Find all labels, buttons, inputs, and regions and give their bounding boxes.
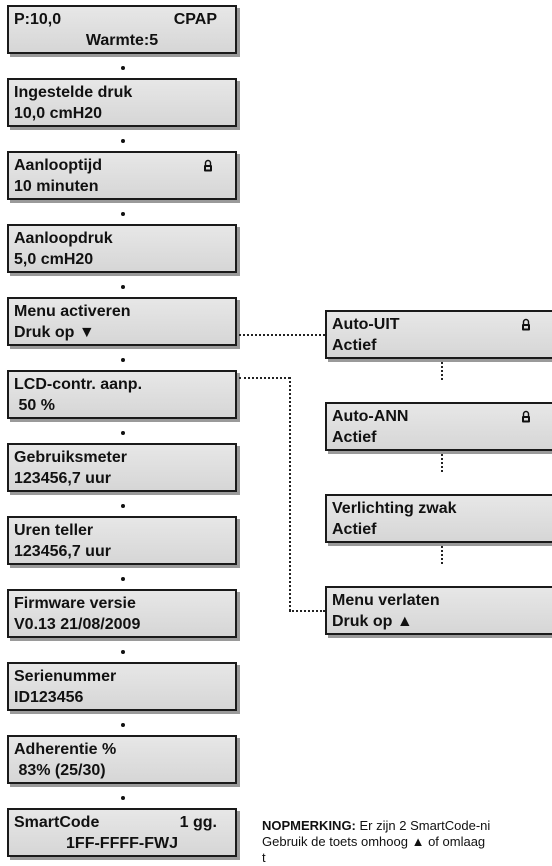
screen-value: Druk op ▼ — [14, 324, 95, 341]
connector-menu-to-submenu — [239, 334, 325, 336]
connector-sub-v — [441, 358, 443, 380]
lock-icon — [522, 318, 530, 331]
screen-value: 1FF-FFFF-FWJ — [66, 835, 178, 852]
note-line3: t — [262, 850, 266, 865]
screen-smartcode-days: 1 gg. — [179, 814, 217, 831]
screen-value: Actief — [332, 521, 377, 538]
screen-serienummer: Serienummer ID123456 — [7, 662, 237, 711]
screen-value: 10,0 cmH20 — [14, 105, 103, 122]
screen-menu-verlaten: Menu verlaten Druk op ▲ — [325, 586, 552, 635]
screen-verlichting-zwak: Verlichting zwak Actief — [325, 494, 552, 543]
screen-ingestelde-druk: Ingestelde druk 10,0 cmH20 — [7, 78, 237, 127]
screen-title: Ingestelde druk — [14, 84, 133, 101]
screen-status-mode: CPAP — [173, 11, 217, 28]
screen-title: Firmware versie — [14, 595, 136, 612]
connector-dot — [121, 723, 125, 727]
screen-value: 10 minuten — [14, 178, 99, 195]
connector-sub-v — [441, 450, 443, 472]
screen-value: V0.13 21/08/2009 — [14, 616, 141, 633]
note-line1: NOPMERKING: Er zijn 2 SmartCode-ni — [262, 818, 552, 834]
screen-title: Auto-UIT — [332, 316, 400, 333]
screen-title: Aanloopdruk — [14, 230, 113, 247]
screen-value: 123456,7 uur — [14, 470, 111, 487]
screen-value: 50 % — [14, 397, 55, 414]
screen-title: Menu verlaten — [332, 592, 440, 609]
screen-firmware-versie: Firmware versie V0.13 21/08/2009 — [7, 589, 237, 638]
lock-icon — [522, 410, 530, 423]
screen-status-line2: Warmte:5 — [85, 32, 159, 49]
screen-value: 123456,7 uur — [14, 543, 111, 560]
screen-value: 5,0 cmH20 — [14, 251, 94, 268]
screen-title: Verlichting zwak — [332, 500, 457, 517]
screen-value: 83% (25/30) — [14, 762, 106, 779]
screen-value: Actief — [332, 337, 377, 354]
connector-lcd-contrast-h — [239, 377, 290, 379]
connector-dot — [121, 66, 125, 70]
note-label: NOPMERKING: — [262, 818, 356, 833]
connector-dot — [121, 358, 125, 362]
screen-title: LCD-contr. aanp. — [14, 376, 143, 393]
connector-dot — [121, 650, 125, 654]
screen-title: Adherentie % — [14, 741, 117, 758]
connector-dot — [121, 577, 125, 581]
screen-auto-ann: Auto-ANN Actief — [325, 402, 552, 451]
screen-status-line1: P:10,0 — [14, 11, 62, 28]
connector-dot — [121, 504, 125, 508]
screen-status: P:10,0 CPAP Warmte:5 — [7, 5, 237, 54]
screen-title: Menu activeren — [14, 303, 131, 320]
connector-lcd-contrast-v — [289, 377, 291, 611]
screen-title: Serienummer — [14, 668, 117, 685]
screen-auto-uit: Auto-UIT Actief — [325, 310, 552, 359]
screen-title: Uren teller — [14, 522, 94, 539]
screen-lcd-contrast: LCD-contr. aanp. 50 % — [7, 370, 237, 419]
screen-title: Aanlooptijd — [14, 157, 102, 174]
connector-dot — [121, 139, 125, 143]
connector-dot — [121, 796, 125, 800]
screen-gebruiksmeter: Gebruiksmeter 123456,7 uur — [7, 443, 237, 492]
screen-title: SmartCode — [14, 814, 100, 831]
screen-title: Auto-ANN — [332, 408, 409, 425]
screen-adherentie: Adherentie % 83% (25/30) — [7, 735, 237, 784]
screen-menu-activeren: Menu activeren Druk op ▼ — [7, 297, 237, 346]
screen-value: ID123456 — [14, 689, 84, 706]
connector-sub-v — [441, 542, 443, 564]
screen-value: Druk op ▲ — [332, 613, 413, 630]
screen-uren-teller: Uren teller 123456,7 uur — [7, 516, 237, 565]
connector-dot — [121, 212, 125, 216]
screen-value: Actief — [332, 429, 377, 446]
note-text: NOPMERKING: Er zijn 2 SmartCode-ni Gebru… — [262, 818, 552, 866]
screen-aanloopdruk: Aanloopdruk 5,0 cmH20 — [7, 224, 237, 273]
lock-icon — [204, 159, 212, 172]
screen-title: Gebruiksmeter — [14, 449, 127, 466]
connector-to-menu-verlaten — [289, 610, 325, 612]
screen-smartcode: SmartCode 1 gg. 1FF-FFFF-FWJ — [7, 808, 237, 857]
note-line1-text: Er zijn 2 SmartCode-ni — [355, 818, 491, 833]
connector-dot — [121, 431, 125, 435]
screen-aanlooptijd: Aanlooptijd 10 minuten — [7, 151, 237, 200]
note-line2: Gebruik de toets omhoog ▲ of omlaag — [262, 834, 486, 849]
connector-dot — [121, 285, 125, 289]
